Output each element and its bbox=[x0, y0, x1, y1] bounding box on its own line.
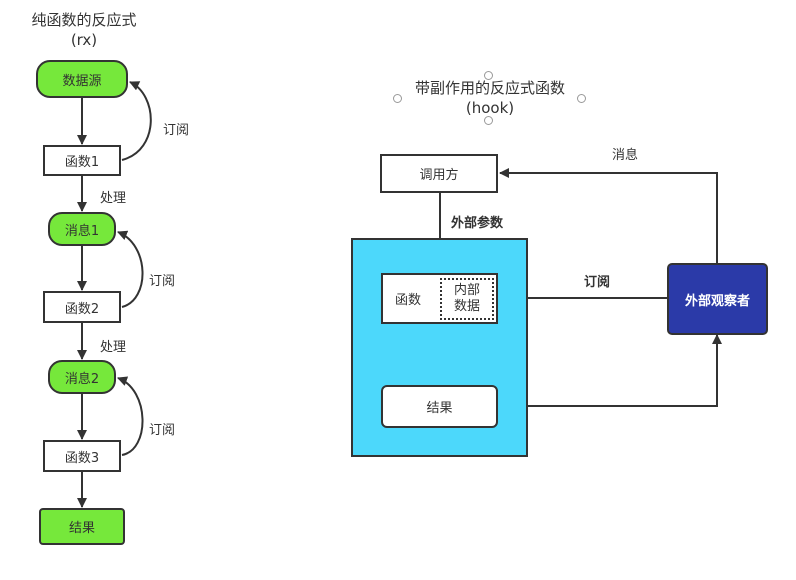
node-label: 结果 bbox=[426, 401, 453, 416]
node-result-left[interactable]: 结果 bbox=[39, 508, 125, 545]
internal-data-line1: 内部 bbox=[453, 283, 480, 298]
node-label: 消息1 bbox=[64, 223, 100, 239]
node-result-right[interactable]: 结果 bbox=[381, 385, 498, 428]
node-internal-data[interactable]: 内部 数据 bbox=[440, 278, 494, 320]
resize-handle-bottom[interactable] bbox=[484, 116, 493, 125]
node-func2[interactable]: 函数2 bbox=[43, 291, 121, 323]
node-caller[interactable]: 调用方 bbox=[380, 154, 498, 193]
node-label: 函数1 bbox=[64, 155, 100, 170]
node-label: 函数3 bbox=[64, 450, 100, 466]
node-label: 函数 bbox=[395, 293, 422, 308]
node-label: 外部观察者 bbox=[684, 293, 750, 309]
node-external-observer[interactable]: 外部观察者 bbox=[667, 263, 768, 335]
node-msg2[interactable]: 消息2 bbox=[48, 360, 116, 394]
label-process-1: 处理 bbox=[100, 191, 127, 206]
node-label: 结果 bbox=[68, 521, 95, 536]
node-func3[interactable]: 函数3 bbox=[43, 440, 121, 472]
resize-handle-left[interactable] bbox=[393, 94, 402, 103]
node-func1[interactable]: 函数1 bbox=[43, 145, 121, 176]
left-title-line1: 纯函数的反应式 bbox=[31, 11, 137, 29]
node-msg1[interactable]: 消息1 bbox=[48, 212, 116, 246]
node-label: 调用方 bbox=[419, 168, 459, 183]
internal-data-line2: 数据 bbox=[453, 299, 480, 314]
edge-subscribe-1 bbox=[121, 81, 152, 161]
edge-observer-caller bbox=[499, 168, 718, 263]
label-external-params: 外部参数 bbox=[451, 216, 504, 231]
label-subscribe-2: 订阅 bbox=[149, 274, 176, 289]
resize-handle-top[interactable] bbox=[484, 71, 493, 80]
node-label: 数据源 bbox=[62, 73, 102, 89]
label-process-2: 处理 bbox=[100, 340, 127, 355]
node-data-source[interactable]: 数据源 bbox=[36, 60, 128, 98]
right-title-line1: 带副作用的反应式函数 bbox=[414, 79, 565, 97]
resize-handle-right[interactable] bbox=[577, 94, 586, 103]
right-diagram-title[interactable]: 带副作用的反应式函数 (hook) bbox=[400, 78, 580, 118]
node-label: 消息2 bbox=[64, 371, 100, 387]
label-subscribe-1: 订阅 bbox=[163, 123, 190, 138]
edge-subscribe-3 bbox=[117, 376, 144, 456]
label-message: 消息 bbox=[612, 148, 639, 163]
label-subscribe-3: 订阅 bbox=[149, 423, 176, 438]
label-subscribe-right: 订阅 bbox=[584, 275, 611, 290]
left-diagram-title: 纯函数的反应式 (rx) bbox=[22, 10, 146, 50]
edge-result-observer bbox=[497, 334, 722, 407]
edge-subscribe-2 bbox=[117, 230, 144, 308]
node-label: 函数2 bbox=[64, 301, 100, 317]
right-title-line2: (hook) bbox=[465, 99, 515, 117]
left-title-line2: (rx) bbox=[70, 31, 98, 49]
